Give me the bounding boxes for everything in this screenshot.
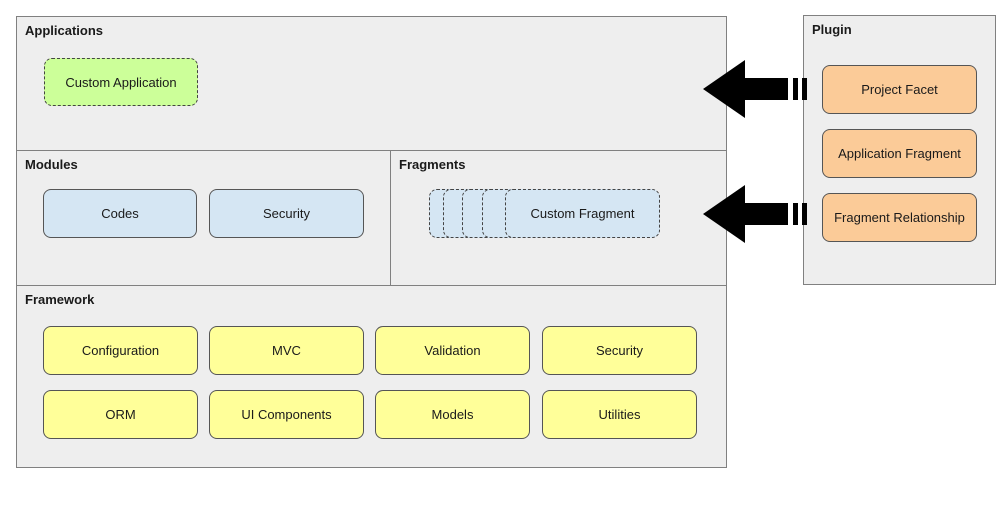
- framework-models-box[interactable]: Models: [375, 390, 530, 439]
- framework-configuration-box[interactable]: Configuration: [43, 326, 198, 375]
- framework-security-box[interactable]: Security: [542, 326, 697, 375]
- plugin-title: Plugin: [812, 22, 852, 37]
- applications-panel: Applications Custom Application: [16, 16, 727, 152]
- framework-mvc-box[interactable]: MVC: [209, 326, 364, 375]
- applications-title: Applications: [25, 23, 104, 38]
- framework-validation-box[interactable]: Validation: [375, 326, 530, 375]
- framework-orm-box[interactable]: ORM: [43, 390, 198, 439]
- plugin-application-fragment-box[interactable]: Application Fragment: [822, 129, 977, 178]
- plugin-project-facet-box[interactable]: Project Facet: [822, 65, 977, 114]
- arrow-plugin-to-fragments: [703, 185, 807, 243]
- plugin-fragment-relationship-box[interactable]: Fragment Relationship: [822, 193, 977, 242]
- framework-ui-components-box[interactable]: UI Components: [209, 390, 364, 439]
- framework-panel: Framework Configuration MVC Validation S…: [16, 285, 727, 468]
- framework-title: Framework: [25, 292, 95, 307]
- custom-application-box[interactable]: Custom Application: [44, 58, 198, 106]
- module-security-box[interactable]: Security: [209, 189, 364, 238]
- plugin-panel: Plugin Project Facet Application Fragmen…: [803, 15, 996, 285]
- arrow-plugin-to-applications: [703, 60, 807, 118]
- module-codes-box[interactable]: Codes: [43, 189, 197, 238]
- modules-title: Modules: [25, 157, 78, 172]
- custom-fragment-box[interactable]: Custom Fragment: [505, 189, 660, 238]
- modules-panel: Modules Codes Security: [16, 150, 392, 287]
- fragments-title: Fragments: [399, 157, 466, 172]
- fragments-panel: Fragments Custom Fragment: [390, 150, 727, 287]
- framework-utilities-box[interactable]: Utilities: [542, 390, 697, 439]
